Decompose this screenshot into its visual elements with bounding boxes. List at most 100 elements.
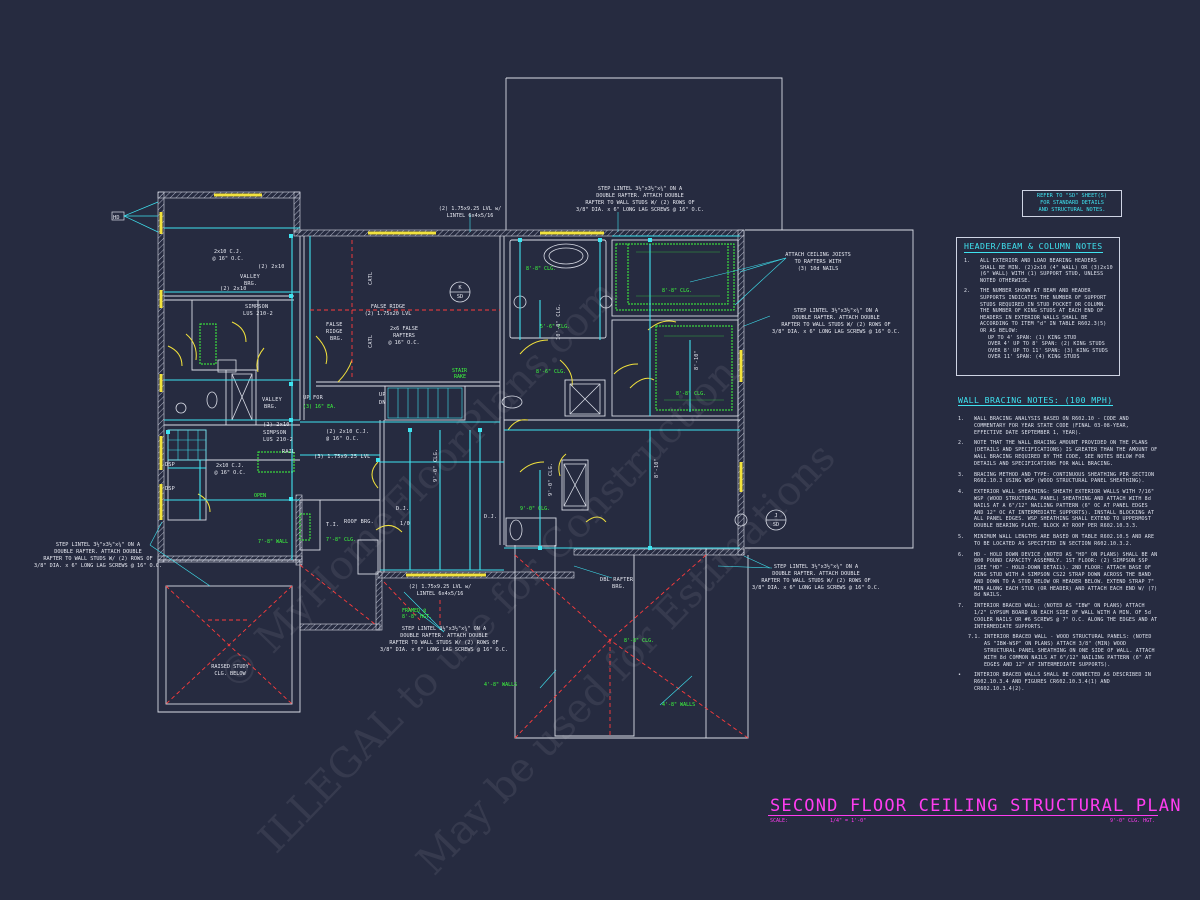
bracing-notes-heading-wrap: WALL BRACING NOTES: (100 MPH) [958,396,1113,407]
label-dsp-2: DSP [165,486,175,492]
label-false-ridge2: (2) 1.75x20 LVL [365,311,412,317]
bracing-note-7: 7.INTERIOR BRACED WALL: (NOTED AS "IBW" … [958,603,1158,630]
label-raised-study: RAISED STUDY [211,664,249,670]
closet-outlines [199,243,735,541]
ceiling-height-note: 9'-0" CLG. HGT. [1110,818,1156,824]
reference-line-3: AND STRUCTURAL NOTES. [1038,207,1106,213]
label-dbl-rafter2: BRG. [612,584,625,590]
stud-rule-4: OVER 11' SPAN: (4) KING STUDS [988,354,1080,361]
label-clg-78: 7'-8" CLG. [326,537,356,543]
label-walls-a: 4'-8" WALLS [484,682,517,688]
label-level: 1/0 [400,521,410,527]
label-simpson: SIMPSON [245,304,268,310]
label-valley-brg-b2: BRG. [264,404,277,410]
stud-rule-3: OVER 8' UP TO 11' SPAN: (3) KING STUDS [988,347,1109,354]
interior-walls [164,236,740,575]
drawing-title: SECOND FLOOR CEILING STRUCTURAL PLAN [770,796,1182,816]
label-step-lintel-right-2: DOUBLE RAFTER. ATTACH DOUBLE [792,315,879,321]
closet-hatching [636,251,724,401]
label-simpson2: LUS 210-2 [243,311,273,317]
label-lintel-mid2: LINTEL 6x4x5/16 [417,591,464,597]
label-step-lintel-right2-4: 3/8" DIA. x 6" LONG LAG SCREWS @ 16" O.C… [752,585,880,591]
label-ea: (3) 16" EA. [303,404,336,410]
label-2x10-b: (2) 2x10 [220,286,247,292]
label-framed: FRAMED @ [402,608,426,614]
bracing-note-3: 3.BRACING METHOD AND TYPE: CONTINUOUS SH… [958,471,1155,485]
label-rail: RAIL [282,449,295,455]
label-stair-rake: STAIR [452,368,468,374]
label-step-lintel-right2-1: STEP LINTEL 3½"x3½"x¼" ON A [774,563,859,570]
marker-j-sd: SD [773,522,779,528]
label-step-lintel-left-4: 3/8" DIA. x 6" LONG LAG SCREWS @ 16" O.C… [34,563,162,569]
label-clg-56: 5'-6" CLG. [540,324,570,330]
label-lintel-top: (2) 1.75x9.25 LVL w/ [439,206,501,212]
stud-rule-2: OVER 4' UP TO 8' SPAN: (2) KING STUDS [988,341,1105,348]
label-joists-top-left: 2x10 C.J. [214,249,242,255]
label-step-lintel-mid-4: 3/8" DIA. x 6" LONG LAG SCREWS @ 16" O.C… [380,647,508,653]
reference-box: REFER TO "SD" SHEET(S) FOR STANDARD DETA… [1022,190,1122,217]
label-step-lintel-top-1: STEP LINTEL 3½"x3½"x¼" ON A [598,185,683,192]
label-valley-brg2: BRG. [244,281,257,287]
label-attach-ceiling-2: TO RAFTERS WITH [795,259,842,265]
label-2x10: (2) 2x10 [258,264,285,270]
reference-line-2: FOR STANDARD DETAILS [1040,200,1104,206]
label-raised-study2: CLG. BELOW [214,671,246,677]
label-dn: DN [379,400,386,406]
label-clg-8-c: 8'-8" CLG. [662,288,692,294]
label-ti: T.I. [326,522,339,528]
label-lintel-top2: LINTEL 6x4x5/16 [447,213,494,219]
label-dj-2: D.J. [484,514,497,520]
plan-labels: (2) 1.75x9.25 LVL w/ LINTEL 6x4x5/16 STE… [34,185,900,708]
label-step-lintel-mid-2: DOUBLE RAFTER. ATTACH DOUBLE [400,633,487,639]
label-open: OPEN [254,493,266,499]
label-false-ridge-brg2: RIDGE [326,329,343,335]
label-2x10-c: (2) 2x10 C.J. [326,429,369,435]
label-dim-8-10: 8'-10" [654,458,660,478]
label-step-lintel-left-3: RAFTER TO WALL STUDS W/ (2) ROWS OF [43,556,152,562]
label-joists-top-left-oc: @ 16" O.C. [212,256,243,262]
label-clg-8: 8'-8" CLG. [624,638,654,644]
bracing-note-7-1: 7.1.INTERIOR BRACED WALL - WOOD STRUCTUR… [968,634,1155,668]
ridge-hip-lines [165,240,749,739]
label-up-for: UP FOR [303,395,324,401]
label-step-lintel-left-1: STEP LINTEL 3½"x3½"x¼" ON A [56,541,141,548]
label-valley-brg-b: VALLEY [262,397,283,403]
hd-tag: HD [111,201,159,233]
label-dim-9-0: 9'-0" CLG. [433,449,439,482]
label-lvl-rail: (3) 1.75x9.25 LVL [314,454,371,460]
bracing-note-2: 2.NOTE THAT THE WALL BRACING AMOUNT PROV… [958,440,1158,467]
door-swings [167,320,677,533]
label-false-ridge: FALSE RIDGE [371,304,405,310]
label-false-rafters3: @ 16" O.C. [388,340,419,346]
marker-k-label: K [458,285,462,291]
bracing-note-5: 5.MINIMUM WALL LENGTHS ARE BASED ON TABL… [958,533,1155,547]
leader-lines [149,212,787,706]
label-step-lintel-left-2: DOUBLE RAFTER. ATTACH DOUBLE [54,549,141,555]
header-notes-box [956,237,1120,376]
post-markers [166,234,652,550]
stud-rule-1: UP TO 4' SPAN: (1) KING STUD [988,334,1077,341]
title-underline [768,815,1158,816]
label-joists-mid-left: 2x10 C.J. [216,463,244,469]
bracing-notes: 1.WALL BRACING ANALYSIS BASED ON R602.10… [958,416,1158,697]
scale-value: 1/4" = 1'-0" [830,818,867,824]
label-false-rafters2: RAFTERS [393,333,415,339]
label-clg-8-b: 8'-8" CLG. [526,266,556,272]
label-2x10-c-oc: @ 16" O.C. [326,436,359,442]
bracing-note-6: 6.HD - HOLD DOWN DEVICE (NOTED AS "HD" O… [958,551,1158,599]
label-false-rafters: 2x6 FALSE [390,326,418,332]
label-up: UP [379,392,386,398]
label-step-lintel-top-4: 3/8" DIA. x 6" LONG LAG SCREWS @ 16" O.C… [576,207,704,213]
label-step-lintel-top-3: RAFTER TO WALL STUDS W/ (2) ROWS OF [585,200,694,206]
label-attach-ceiling-3: (3) 10d NAILS [798,266,839,272]
stairs [167,387,463,461]
label-framed2: 8'-8" HGT. [402,614,432,620]
scale-label: SCALE: [770,818,789,824]
label-step-lintel-right-4: 3/8" DIA. x 6" LONG LAG SCREWS @ 16" O.C… [772,329,900,335]
label-2x10-d: (2) 2x10 [263,422,290,428]
marker-j-label: J [774,513,777,519]
label-lintel-mid: (2) 1.75x9.25 LVL w/ [409,584,471,590]
bracing-note-bullet: •INTERIOR BRACED WALLS SHALL BE CONNECTE… [958,672,1151,692]
label-dsp-1: DSP [165,462,175,468]
label-simpson-b2: LUS 210-2 [263,437,293,443]
